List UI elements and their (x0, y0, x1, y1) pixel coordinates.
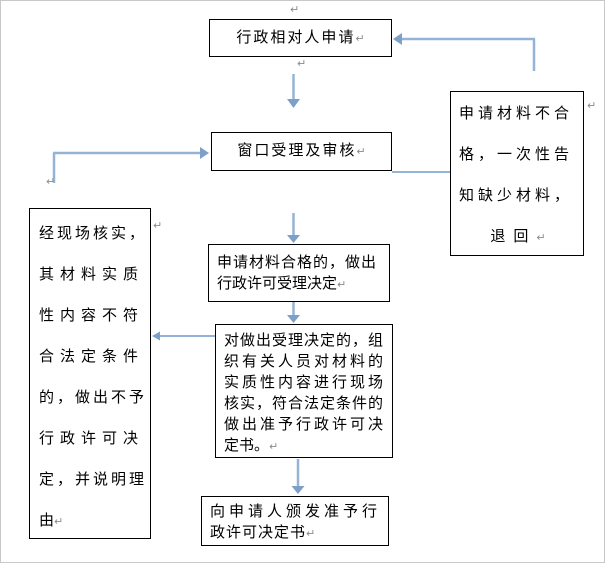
arrow-apply-to-window (287, 74, 300, 108)
node-materials-invalid: 申请材料不合 格，一次性告 知缺少材料， 退回↵ (450, 91, 584, 256)
node-window-review-label: 窗口受理及审核↵ (237, 143, 366, 159)
return-mark: ↵ (536, 231, 546, 244)
arrow-window-to-accept (287, 213, 300, 243)
return-mark: ↵ (54, 515, 64, 528)
node-deny-decision-line: 经现场核实， (39, 226, 148, 242)
node-deny-decision-line: 合法定条件 (39, 349, 145, 365)
arrow-verify-to-deny (152, 331, 215, 341)
node-issue-certificate-line: 政许可决定书↵ (210, 525, 316, 541)
return-mark: ↵ (356, 145, 366, 158)
return-mark: ↵ (297, 57, 307, 70)
node-applicant-apply: 行政相对人申请↵ (209, 19, 392, 57)
return-mark: ↵ (269, 440, 279, 453)
node-onsite-verify-line: 做出准予行政许可决 (224, 417, 387, 433)
node-materials-invalid-line: 知缺少材料， (459, 188, 574, 204)
arrow-accept-to-verify (287, 302, 300, 323)
node-materials-invalid-line: 退回↵ (490, 229, 546, 245)
node-onsite-verify-line: 核实，符合法定条件的 (224, 396, 385, 412)
arrow-verify-to-issue (291, 459, 305, 494)
node-deny-decision: 经现场核实， 其材料实质 性内容不符 合法定条件 的，做出不予 行政许可决 定，… (29, 208, 151, 539)
node-onsite-verify-line: 织有关人员对材料的 (224, 354, 387, 370)
arrow-deny-to-window (52, 147, 209, 183)
arrow-invalid-to-apply (393, 33, 536, 71)
node-accept-decision-line: 申请材料合格的，做出 (217, 255, 378, 271)
node-accept-decision: 申请材料合格的，做出 行政许可受理决定↵ (208, 244, 390, 302)
node-onsite-verify-line: 对做出受理决定的，组 (224, 333, 385, 349)
node-deny-decision-line: 由↵ (39, 513, 64, 529)
return-mark: ↵ (290, 3, 300, 16)
return-mark: ↵ (587, 99, 597, 112)
node-deny-decision-line: 行政许可决 (39, 431, 145, 447)
node-deny-decision-line: 的，做出不予 (39, 390, 148, 406)
node-materials-invalid-line: 格，一次性告 (459, 147, 574, 163)
node-issue-certificate-line: 向申请人颁发准予行 (210, 504, 382, 520)
node-deny-decision-line: 性内容不符 (39, 308, 145, 324)
node-accept-decision-line: 行政许可受理决定↵ (217, 276, 347, 292)
node-onsite-verify-line: 实质性内容进行现场 (224, 375, 387, 391)
node-materials-invalid-line: 申请材料不合 (459, 106, 574, 122)
node-deny-decision-line: 其材料实质 (39, 267, 145, 283)
return-mark: ↵ (153, 219, 163, 232)
return-mark: ↵ (46, 175, 56, 188)
node-deny-decision-line: 定，并说明理 (39, 472, 148, 488)
node-onsite-verify: 对做出受理决定的，组 织有关人员对材料的 实质性内容进行现场 核实，符合法定条件… (215, 324, 393, 458)
node-applicant-apply-label: 行政相对人申请↵ (236, 29, 365, 46)
return-mark: ↵ (355, 31, 365, 45)
node-onsite-verify-line: 定书。↵ (224, 438, 279, 454)
node-window-review: 窗口受理及审核↵ (211, 132, 392, 171)
return-mark: ↵ (306, 527, 316, 540)
return-mark: ↵ (337, 278, 347, 291)
node-issue-certificate: 向申请人颁发准予行 政许可决定书↵ (201, 496, 389, 546)
